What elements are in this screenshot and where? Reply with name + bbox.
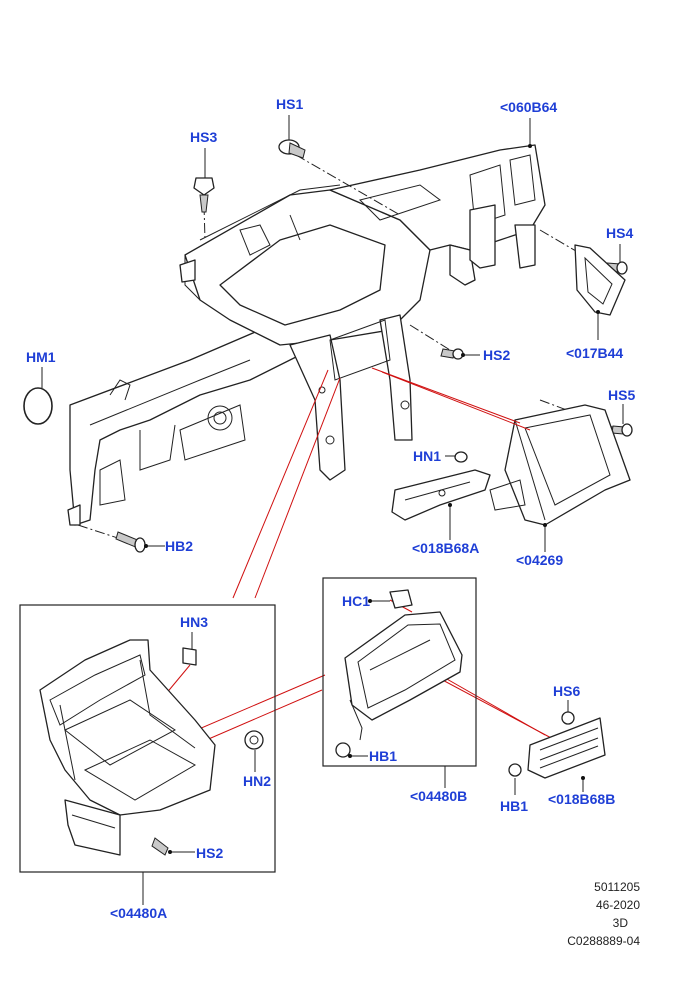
fastener-hb2 [115,531,146,553]
callout-hm1: HM1 [26,349,56,365]
callout-hs6: HS6 [553,683,580,699]
drawing-info: 5011205 46-2020 3D C0288889-04 [567,880,640,948]
callout-hb1-right: HB1 [500,798,528,814]
callout-hb2: HB2 [165,538,193,554]
housing-04480a [39,639,264,856]
bracket-018b68b [508,711,606,779]
bracket-04269 [489,404,631,526]
callout-017b44: <017B44 [566,345,623,361]
info-line-2: 46-2020 [595,898,640,912]
fastener-hs1 [278,139,306,159]
leader-dots [144,144,600,854]
fastener-hs3 [193,177,215,213]
callout-hn3: HN3 [180,614,208,630]
callout-04269: <04269 [516,552,563,568]
bracket-018b68a [391,451,491,521]
fastener-hs2-top [440,348,464,360]
bracket-017b44 [574,244,626,316]
callout-hn1: HN1 [413,448,441,464]
info-line-1: 5011205 [594,880,640,894]
callout-04480b: <04480B [410,788,467,804]
callout-hs1: HS1 [276,96,303,112]
detail-box-04480a [19,604,276,873]
callout-018b68a: <018B68A [412,540,479,556]
info-line-4: C0288889-04 [567,934,640,948]
leader-lines [41,115,624,905]
callout-hs3: HS3 [190,129,217,145]
callout-hs2-bottom: HS2 [196,845,223,861]
callout-hs4: HS4 [606,225,633,241]
callout-hc1: HC1 [342,593,370,609]
callout-hb1-box: HB1 [369,748,397,764]
fastener-hs5 [611,423,633,437]
housing-04480b [335,589,463,758]
cross-car-beam [67,144,546,526]
callout-060b64: <060B64 [500,99,557,115]
ring-hm1 [23,387,53,425]
callout-hs2-top: HS2 [483,347,510,363]
callout-018b68b: <018B68B [548,791,615,807]
callout-04480a: <04480A [110,905,167,921]
detail-box-04480b [322,577,477,767]
info-line-3: 3D [612,916,628,930]
callout-hn2: HN2 [243,773,271,789]
callout-hs5: HS5 [608,387,635,403]
